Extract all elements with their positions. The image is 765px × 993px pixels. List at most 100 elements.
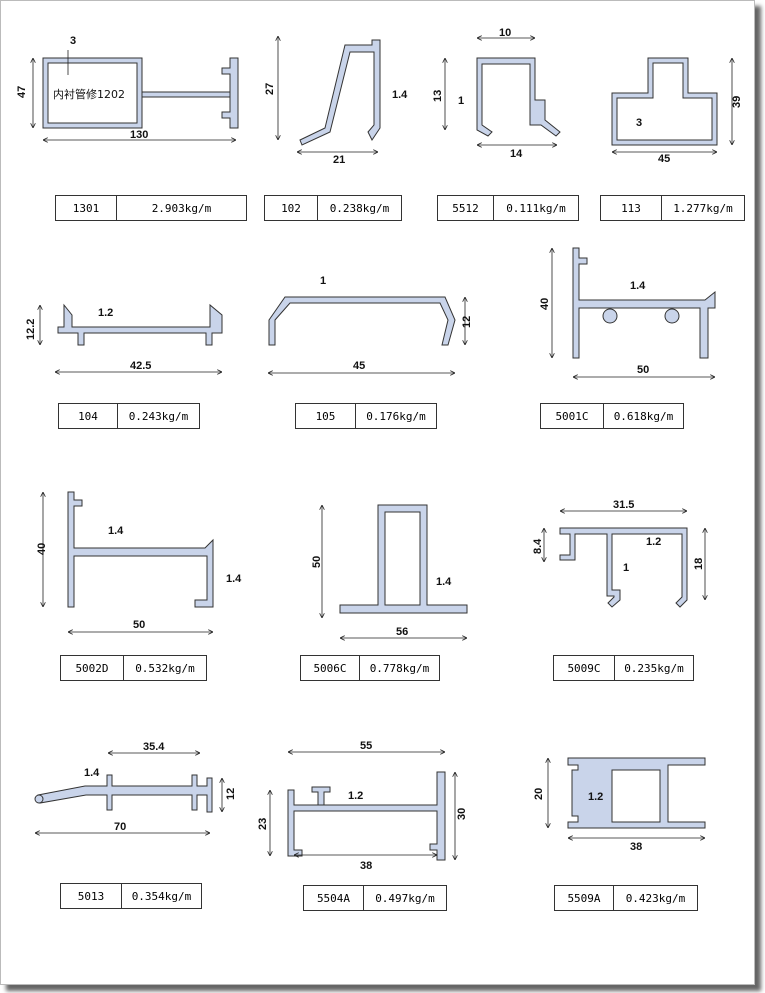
dim-label: 1 xyxy=(458,95,464,107)
spec-table: 5002D 0.532kg/m xyxy=(60,655,207,681)
spec-table: 113 1.277kg/m xyxy=(600,195,745,221)
profile-5509A: 20 1.2 38 xyxy=(533,757,706,853)
profile-weight: 0.778kg/m xyxy=(369,661,430,675)
spec-table: 1301 2.903kg/m xyxy=(55,195,247,221)
profile-104: 12.2 1.2 42.5 xyxy=(25,303,223,372)
dim-label: 3 xyxy=(636,117,642,129)
profile-weight: 0.497kg/m xyxy=(375,891,435,905)
profile-weight: 0.235kg/m xyxy=(624,661,684,675)
dim-label: 1.4 xyxy=(392,89,408,101)
dim-label: 38 xyxy=(630,841,642,853)
profile-5006C: 50 1.4 56 xyxy=(311,504,468,638)
dim-label: 56 xyxy=(396,626,408,638)
dim-label: 38 xyxy=(360,860,372,872)
spec-table: 5013 0.354kg/m xyxy=(60,883,202,909)
dim-label: 42.5 xyxy=(130,360,151,372)
profile-weight: 2.903kg/m xyxy=(151,201,212,215)
dim-label: 39 xyxy=(731,96,743,108)
profile-weight: 0.238kg/m xyxy=(329,201,390,215)
dim-label: 12 xyxy=(225,788,237,800)
profile-code: 1301 xyxy=(56,196,117,220)
dim-label: 50 xyxy=(637,364,649,376)
dim-label: 12 xyxy=(461,316,473,328)
profile-1301: 3 47 130 内衬管修1202 xyxy=(16,35,239,141)
spec-table: 102 0.238kg/m xyxy=(264,195,402,221)
profile-weight: 1.277kg/m xyxy=(673,201,733,215)
dim-label: 40 xyxy=(539,298,551,310)
dim-label: 1.4 xyxy=(108,525,124,537)
profile-113: 39 45 3 xyxy=(611,57,743,165)
dim-label: 45 xyxy=(353,360,365,372)
spec-table: 5512 0.111kg/m xyxy=(437,195,579,221)
profile-code: 5509A xyxy=(555,886,614,910)
dim-label: 13 xyxy=(432,90,444,102)
dim-label: 1.4 xyxy=(630,280,646,292)
profile-weight: 0.423kg/m xyxy=(625,891,686,905)
profile-weight: 0.111kg/m xyxy=(506,201,566,215)
profile-105: 1 12 45 xyxy=(268,275,473,373)
dim-label: 55 xyxy=(360,740,372,752)
dim-label: 1.2 xyxy=(646,536,661,548)
profile-5013: 1.4 35.4 12 70 xyxy=(34,741,237,833)
dim-label: 3 xyxy=(70,35,76,47)
profile-weight: 0.176kg/m xyxy=(366,409,426,423)
dim-label: 27 xyxy=(264,83,276,95)
dim-label: 30 xyxy=(456,808,468,820)
profile-code: 5512 xyxy=(438,196,494,220)
dim-label: 21 xyxy=(333,154,345,166)
profile-102: 27 21 1.4 xyxy=(264,36,408,166)
profile-code: 105 xyxy=(296,404,356,428)
dim-label: 8.4 xyxy=(532,538,544,554)
dim-label: 23 xyxy=(257,818,269,830)
profile-weight: 0.243kg/m xyxy=(128,409,189,423)
profile-5512: 10 13 1 14 xyxy=(432,27,561,160)
catalog-page xyxy=(0,0,755,985)
spec-table: 5006C 0.778kg/m xyxy=(300,655,440,681)
spec-table: 5009C 0.235kg/m xyxy=(553,655,694,681)
dim-label: 50 xyxy=(133,619,145,631)
dim-label: 50 xyxy=(311,556,323,568)
profile-code: 113 xyxy=(601,196,662,220)
dim-label: 70 xyxy=(114,821,126,833)
dim-label: 18 xyxy=(693,558,705,570)
dim-label: 1.4 xyxy=(84,767,100,779)
spec-table: 105 0.176kg/m xyxy=(295,403,437,429)
profile-code: 5006C xyxy=(301,656,360,680)
spec-table: 5001C 0.618kg/m xyxy=(540,403,684,429)
dim-label: 1 xyxy=(320,275,326,287)
spec-table: 5509A 0.423kg/m xyxy=(554,885,698,911)
dim-label: 1.2 xyxy=(348,790,363,802)
dim-label: 1 xyxy=(623,562,629,574)
dim-label: 47 xyxy=(16,86,28,98)
spec-table: 5504A 0.497kg/m xyxy=(303,885,447,911)
profile-code: 5009C xyxy=(554,656,615,680)
profile-code: 5001C xyxy=(541,404,604,428)
dim-label: 1.2 xyxy=(588,791,603,803)
profile-code: 5013 xyxy=(61,884,122,908)
dim-label: 31.5 xyxy=(613,499,634,511)
profile-5504A: 55 23 1.2 30 38 xyxy=(257,740,468,872)
profile-code: 5002D xyxy=(61,656,124,680)
dim-label: 20 xyxy=(533,788,545,800)
profile-5001C: 40 1.4 50 xyxy=(539,247,716,377)
spec-table: 104 0.243kg/m xyxy=(58,403,200,429)
dim-label: 40 xyxy=(36,543,48,555)
profile-code: 102 xyxy=(265,196,318,220)
profile-note: 内衬管修1202 xyxy=(53,87,125,101)
dim-label: 10 xyxy=(499,27,511,39)
profile-weight: 0.532kg/m xyxy=(135,661,195,675)
dim-label: 12.2 xyxy=(25,319,37,340)
dim-label: 130 xyxy=(130,129,148,141)
profile-5009C: 31.5 8.4 1.2 1 18 xyxy=(532,499,705,608)
profile-weight: 0.354kg/m xyxy=(131,889,192,903)
dim-label: 1.4 xyxy=(436,576,452,588)
dim-label: 1.4 xyxy=(226,573,242,585)
dim-label: 14 xyxy=(510,148,523,160)
profile-5002D: 40 1.4 1.4 50 xyxy=(36,491,242,632)
dim-label: 45 xyxy=(658,153,670,165)
profile-code: 104 xyxy=(59,404,118,428)
profile-code: 5504A xyxy=(304,886,364,910)
profile-weight: 0.618kg/m xyxy=(613,409,674,423)
dim-label: 1.2 xyxy=(98,307,113,319)
